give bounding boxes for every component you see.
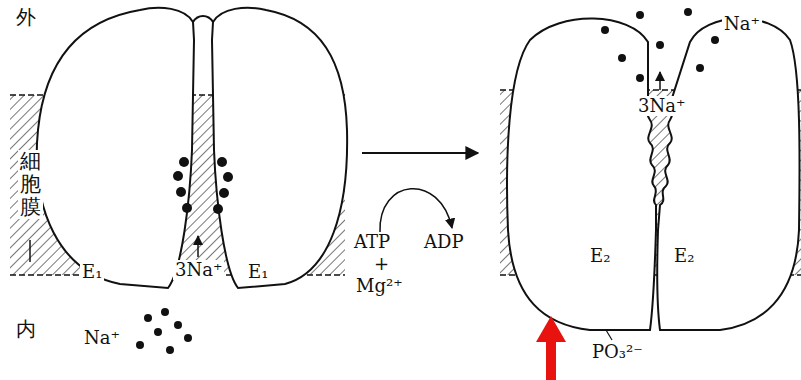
ion-label: 3Na⁺	[636, 96, 687, 116]
region-label: 内	[14, 318, 38, 340]
state-label: E₂	[672, 246, 696, 266]
molecule-label: ATP	[352, 232, 392, 252]
ion-label: 3Na⁺	[173, 260, 224, 280]
operator-label: +	[372, 254, 391, 274]
state-label: E₁	[80, 262, 104, 282]
membrane-label: 細胞膜	[18, 150, 43, 219]
molecule-label: ADP	[422, 232, 466, 252]
state-label: E₂	[588, 246, 612, 266]
ion-label: Na⁺	[722, 14, 762, 34]
ion-label: Na⁺	[82, 328, 122, 348]
region-label: 外	[14, 6, 38, 28]
state-label: E₁	[246, 262, 270, 282]
molecule-label: Mg²⁺	[354, 276, 405, 296]
phosphate-label: PO₃²⁻	[590, 342, 645, 362]
